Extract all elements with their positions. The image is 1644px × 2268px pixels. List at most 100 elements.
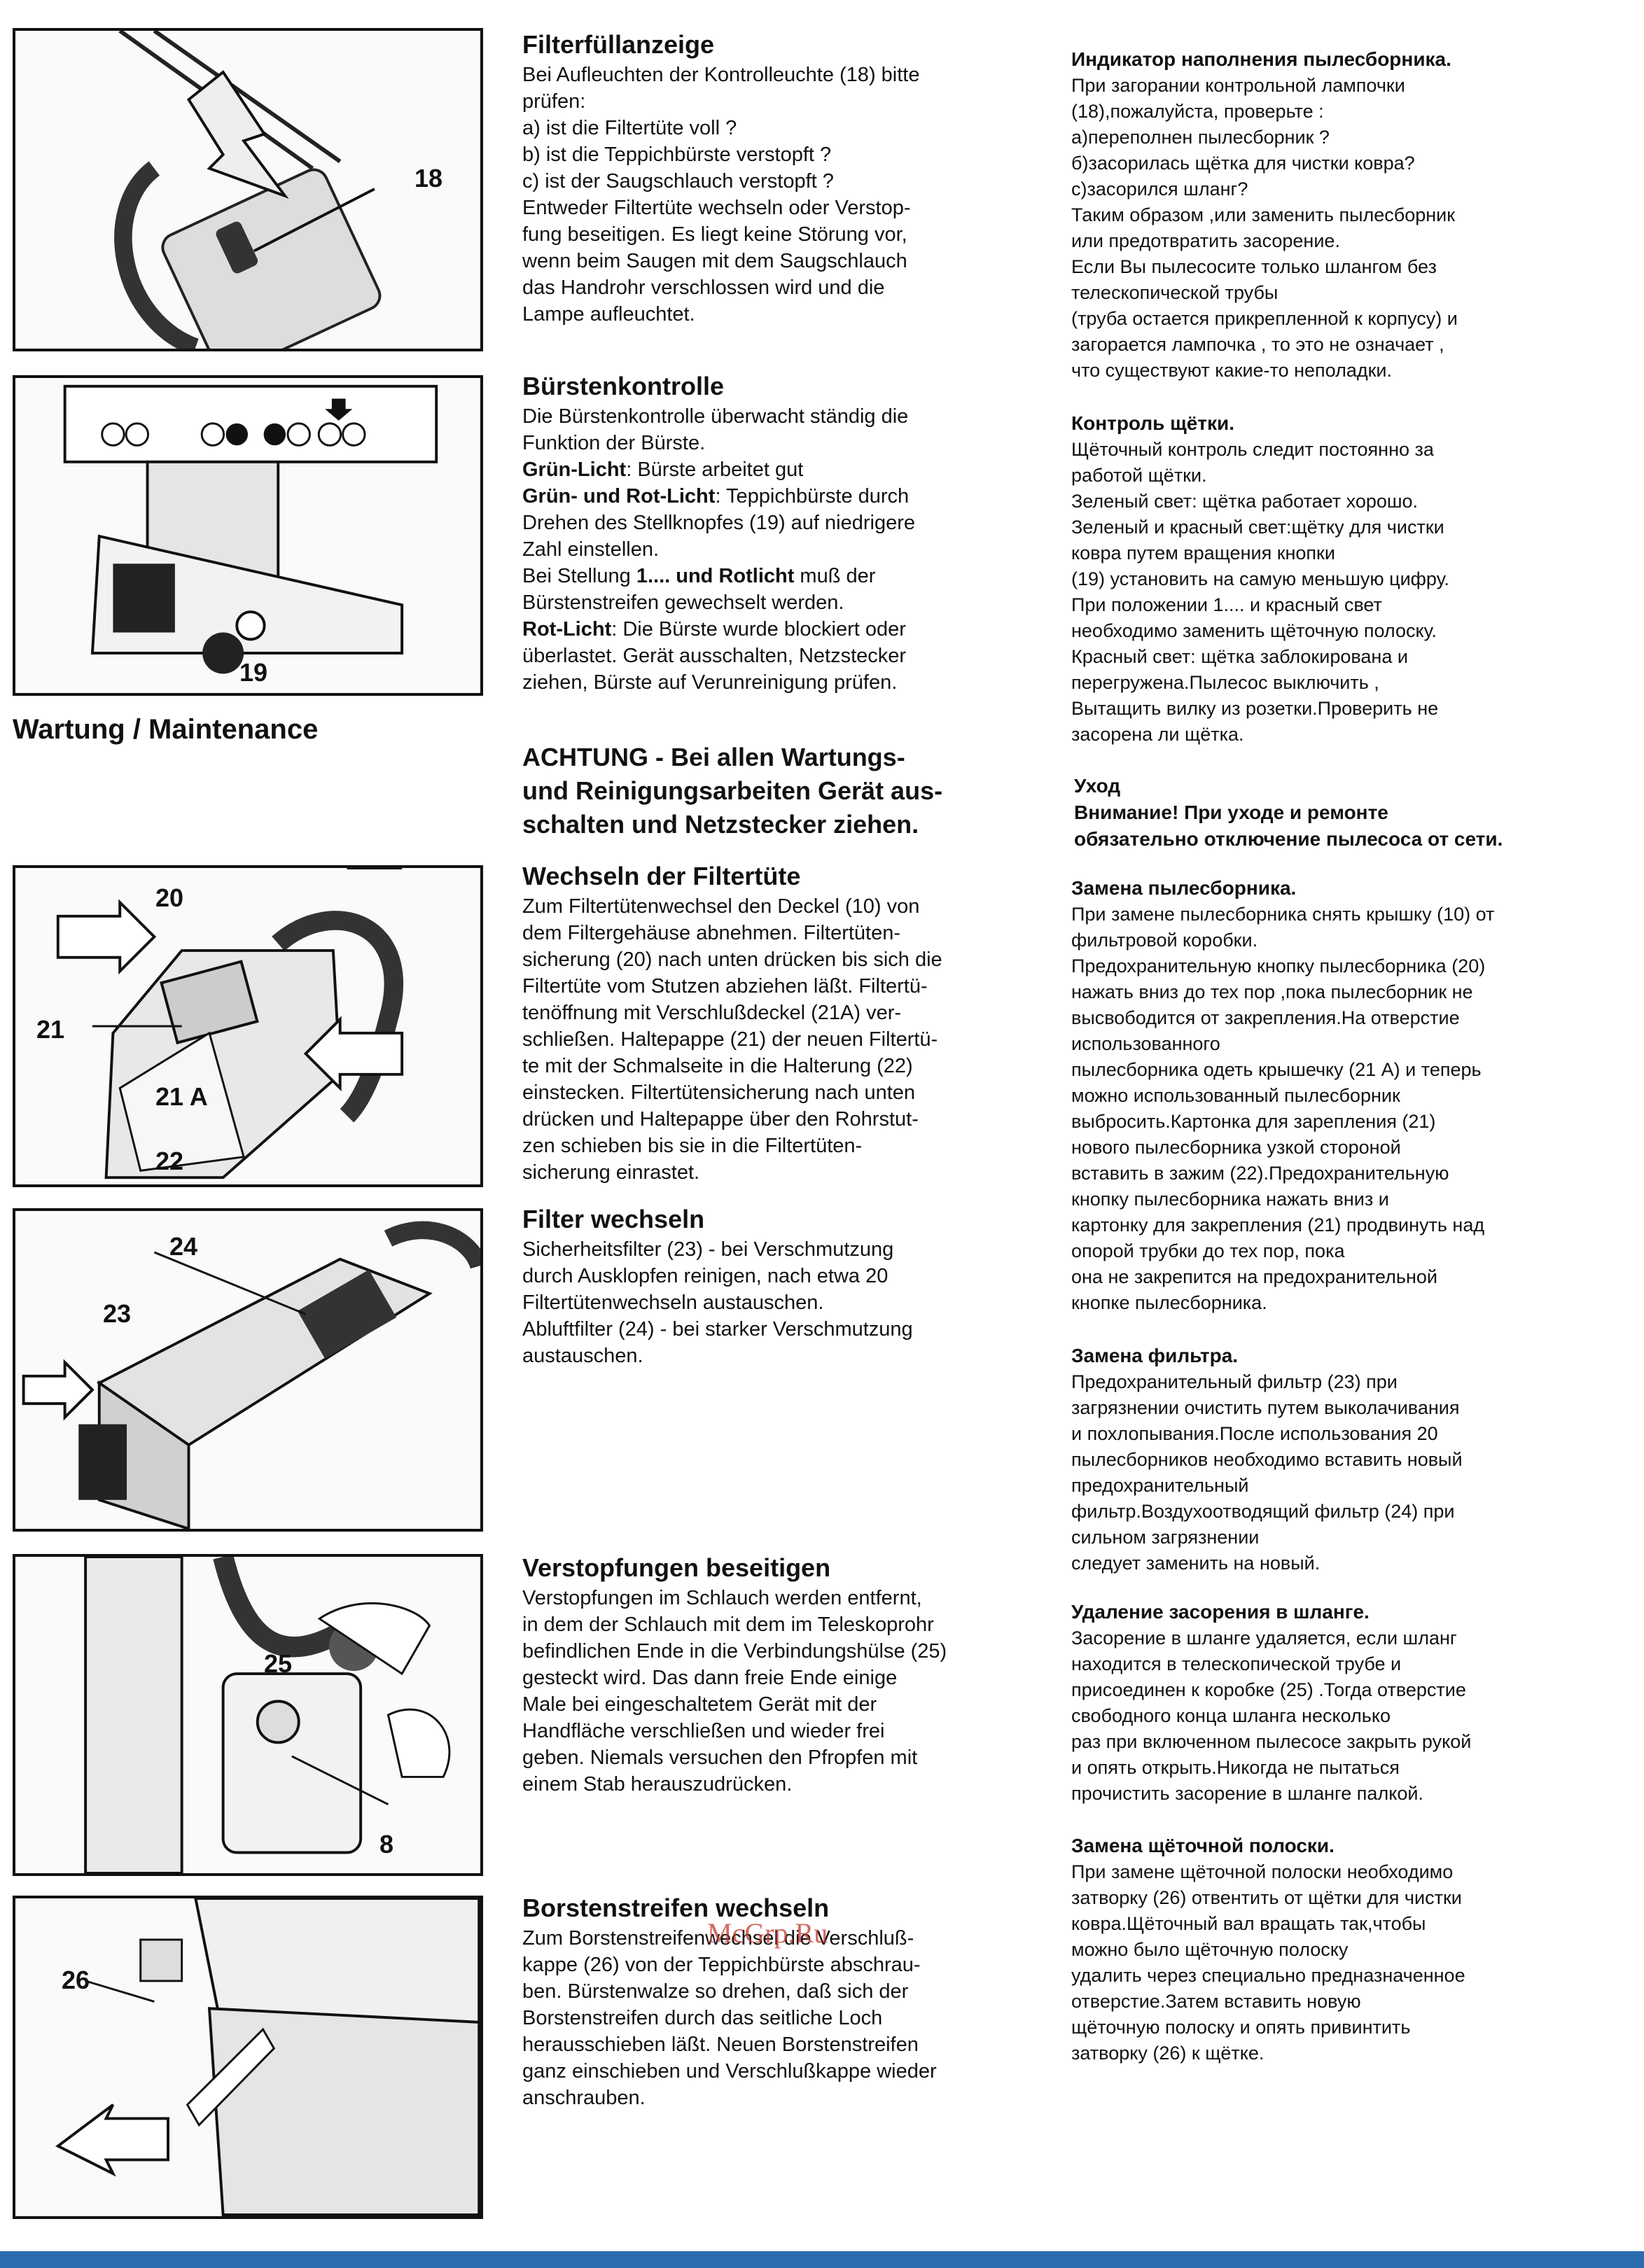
text-line: Die Bürstenkontrolle überwacht ständig d… xyxy=(522,405,909,428)
text-line: пылесборника одеть крышечку (21 А) и теп… xyxy=(1071,1059,1482,1080)
text-line: te mit der Schmalseite in die Halterung … xyxy=(522,1055,913,1077)
text-line: фильтр.Воздухоотводящий фильтр (24) при xyxy=(1071,1501,1455,1522)
control-panel-illustration xyxy=(63,384,438,674)
text-line: ковра путем вращения кнопки xyxy=(1071,542,1335,564)
ru-strip: Замена щёточной полоски. При замене щёто… xyxy=(1071,1833,1589,2066)
text-line: При загорании контрольной лампочки xyxy=(1071,75,1405,96)
text-line: einstecken. Filtertütensicherung nach un… xyxy=(522,1082,916,1104)
text-line: Filtertüte vom Stutzen abziehen läßt. Fi… xyxy=(522,975,928,997)
text-line: необходимо заменить щёточную полоску. xyxy=(1071,620,1437,641)
ru-bag: Замена пылесборника. При замене пылесбор… xyxy=(1071,875,1589,1316)
figure-brush-control: 19 xyxy=(13,375,483,696)
text-line: Zahl einstellen. xyxy=(522,538,660,561)
text-line: drücken und Haltepappe über den Rohrstut… xyxy=(522,1108,919,1130)
figure-bristle-strip: 26 xyxy=(13,1896,483,2219)
text-line: c) ist der Saugschlauch verstopft ? xyxy=(522,170,834,192)
text-line: Bei Stellung 1.... und Rotlicht muß der xyxy=(522,563,1005,589)
callout-19: 19 xyxy=(239,658,268,687)
text-line: austauschen. xyxy=(522,1345,643,1367)
text-line: Drehen des Stellknopfes (19) auf niedrig… xyxy=(522,512,915,534)
text-line: Verstopfungen im Schlauch werden entfern… xyxy=(522,1587,922,1609)
text-line: Bei Aufleuchten der Kontrolleuchte (18) … xyxy=(522,64,920,86)
text-line: предохранительный xyxy=(1071,1475,1249,1496)
text-line: Male bei eingeschaltetem Gerät mit der xyxy=(522,1693,877,1716)
ru-brush-title: Контроль щётки. xyxy=(1071,412,1235,434)
ru-brush: Контроль щётки. Щёточный контроль следит… xyxy=(1071,410,1589,748)
text-line: in dem der Schlauch mit dem im Teleskopr… xyxy=(522,1614,934,1636)
text-line: пылесборников необходимо вставить новый xyxy=(1071,1449,1463,1470)
red-light-label: Rot-Licht xyxy=(522,618,612,640)
text-line: herausschieben läßt. Neuen Borstenstreif… xyxy=(522,2033,919,2056)
text-line: Handfläche verschließen und wieder frei xyxy=(522,1720,885,1742)
text-line: или предотвратить засорение. xyxy=(1071,230,1340,251)
text-line: Entweder Filtertüte wechseln oder Versto… xyxy=(522,197,911,219)
callout-25: 25 xyxy=(264,1649,293,1678)
figure-change-filter: 24 23 xyxy=(13,1208,483,1532)
de-warning: ACHTUNG - Bei allen Wartungs- und Reinig… xyxy=(522,741,1012,841)
text-line: (18),пожалуйста, проверьте : xyxy=(1071,101,1324,122)
text-line: Предохранительный фильтр (23) при xyxy=(1071,1371,1398,1392)
text-line: отверстие.Затем вставить новую xyxy=(1071,1991,1361,2012)
text-line: При положении 1.... и красный свет xyxy=(1071,594,1382,615)
position-text: Bei Stellung xyxy=(522,565,636,587)
text-line: ganz einschieben und Verschlußkappe wied… xyxy=(522,2060,937,2082)
text-line: При замене пылесборника снять крышку (10… xyxy=(1071,904,1495,925)
figure-change-bag: 20 21 21 A 22 xyxy=(13,865,483,1187)
callout-23: 23 xyxy=(103,1299,132,1328)
text-line: а)переполнен пылесборник ? xyxy=(1071,127,1330,148)
watermark: McGrp.Ru xyxy=(707,1917,828,1949)
text-line: Таким образом ,или заменить пылесборник xyxy=(1071,204,1456,225)
position-text-end: muß der xyxy=(794,565,876,587)
text-line: sicherung (20) nach unten drücken bis si… xyxy=(522,948,942,971)
ru-strip-title: Замена щёточной полоски. xyxy=(1071,1835,1335,1856)
text-line: кнопку пылесборника нажать вниз и xyxy=(1071,1189,1389,1210)
text-line: нажать вниз до тех пор ,пока пылесборник… xyxy=(1071,981,1473,1002)
text-line: gesteckt wird. Das dann freie Ende einig… xyxy=(522,1667,898,1689)
de-change-bag-title: Wechseln der Filtertüte xyxy=(522,862,801,890)
ru-filter-title: Замена фильтра. xyxy=(1071,1345,1239,1366)
bristle-illustration xyxy=(55,1898,480,2216)
de-change-filter-title: Filter wechseln xyxy=(522,1205,705,1233)
callout-21a: 21 A xyxy=(155,1082,208,1111)
text-line: Borstenstreifen durch das seitliche Loch xyxy=(522,2007,883,2029)
text-line: затворку (26) к щётке. xyxy=(1071,2043,1265,2064)
warning-line: und Reinigungsarbeiten Gerät aus- xyxy=(522,776,943,805)
text-line: Красный свет: щётка заблокирована и xyxy=(1071,646,1408,667)
green-red-light-label: Grün- und Rot-Licht xyxy=(522,485,716,507)
text-line: высвободится от закрепления.На отверстие xyxy=(1071,1007,1460,1028)
text-line: das Handrohr verschlossen wird und die xyxy=(522,276,885,299)
text-line: Abluftfilter (24) - bei starker Verschmu… xyxy=(522,1318,913,1340)
text-line: Если Вы пылесосите только шлангом без xyxy=(1071,256,1437,277)
text-line: a) ist die Filtertüte voll ? xyxy=(522,117,737,139)
ru-indicator-title: Индикатор наполнения пылесборника. xyxy=(1071,48,1451,70)
ru-warning: Уход Внимание! При уходе и ремонте обяза… xyxy=(1074,773,1606,853)
text-line: Bürstenstreifen gewechselt werden. xyxy=(522,592,844,614)
text-line: einem Stab herauszudrücken. xyxy=(522,1773,793,1795)
text-line: Lampe aufleuchtet. xyxy=(522,303,695,326)
text-line: tenöffnung mit Verschlußdeckel (21A) ver… xyxy=(522,1002,902,1024)
text-line: можно использованный пылесборник xyxy=(1071,1085,1400,1106)
de-filter-indicator: Filterfüllanzeige Bei Aufleuchten der Ko… xyxy=(522,29,1005,328)
text-line: befindlichen Ende in die Verbindungshüls… xyxy=(522,1640,947,1662)
bottom-border xyxy=(0,2251,1644,2268)
text-line: Filtertütenwechseln austauschen. xyxy=(522,1292,824,1314)
text-line: кнопке пылесборника. xyxy=(1071,1292,1267,1313)
text-line: sicherung einrastet. xyxy=(522,1161,700,1184)
de-brush-control: Bürstenkontrolle Die Bürstenkontrolle üb… xyxy=(522,371,1005,696)
text-line: она не закрепится на предохранительной xyxy=(1071,1266,1437,1287)
ru-hose: Удаление засорения в шланге. Засорение в… xyxy=(1071,1599,1589,1807)
de-change-filter: Filter wechseln Sicherheitsfilter (23) -… xyxy=(522,1204,1005,1369)
text-line: Grün- und Rot-Licht: Teppichbürste durch xyxy=(522,483,1005,510)
de-blockages: Verstopfungen beseitigen Verstopfungen i… xyxy=(522,1553,1005,1798)
hose-illustration xyxy=(84,1557,451,1873)
ru-bag-title: Замена пылесборника. xyxy=(1071,877,1297,899)
vacuum-illustration-1 xyxy=(114,31,382,349)
text-line: опорой трубки до тех пор, пока xyxy=(1071,1240,1345,1261)
text-line: ковра.Щёточный вал вращать так,чтобы xyxy=(1071,1913,1426,1934)
callout-18: 18 xyxy=(415,164,443,192)
ru-filter: Замена фильтра. Предохранительный фильтр… xyxy=(1071,1343,1589,1576)
filter-bag-illustration xyxy=(56,868,404,1180)
text-line: Rot-Licht: Die Bürste wurde blockiert od… xyxy=(522,616,1005,643)
text-line: Grün-Licht: Bürste arbeitet gut xyxy=(522,456,1005,483)
callout-24: 24 xyxy=(169,1232,198,1261)
